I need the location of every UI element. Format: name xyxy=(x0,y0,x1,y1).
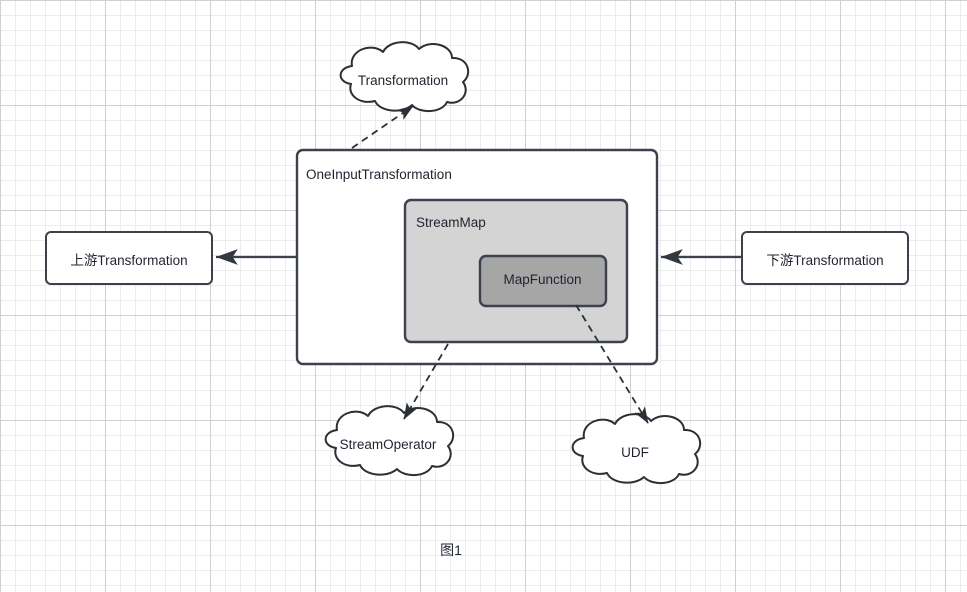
cloud-transformation-shape xyxy=(339,41,470,112)
figure-caption: 图1 xyxy=(440,542,462,558)
downstream-transformation-box xyxy=(741,231,909,285)
cloud-stream-operator-shape xyxy=(324,405,455,476)
upstream-transformation-box xyxy=(45,231,213,285)
cloud-udf-shape xyxy=(571,413,702,484)
dashed-oneinput-to-transformation xyxy=(351,105,414,149)
dashed-streammap-to-streamoperator xyxy=(403,343,449,420)
map-function-box xyxy=(478,254,608,308)
